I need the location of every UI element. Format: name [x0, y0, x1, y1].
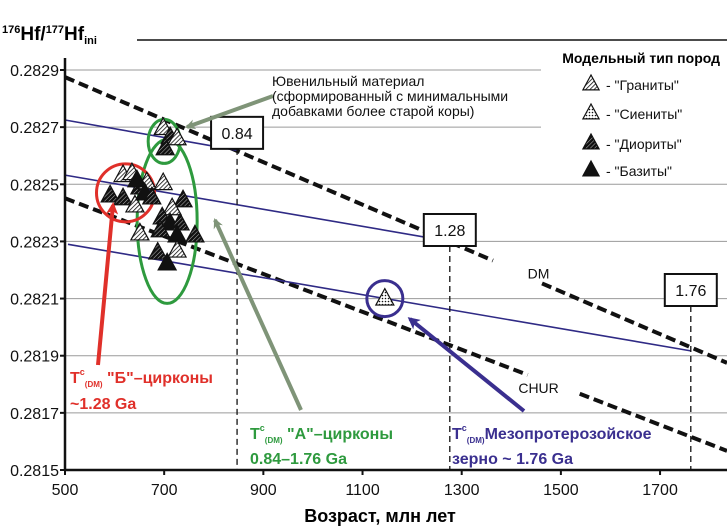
b-zircons-annotation: Tc(DM) "Б"–цирконы ~1.28 Ga	[70, 367, 213, 413]
granite-point	[153, 171, 174, 191]
meso-annotation: Tc(DM)Мезопротерозойское зерно ~ 1.76 Ga	[452, 423, 652, 468]
model-age-label: 1.76	[675, 283, 706, 300]
granite-point	[167, 239, 188, 258]
legend-title: Модельный тип пород	[562, 50, 720, 66]
model-age-box	[422, 213, 477, 247]
x-axis-label: Возраст, млн лет	[304, 506, 456, 526]
dm-line	[64, 75, 494, 263]
y-tick-label: 0.2817	[10, 406, 59, 423]
model-age-label: 1.28	[434, 223, 465, 240]
crustal-evolution-line	[64, 174, 450, 243]
diorite-point	[155, 137, 176, 156]
legend-item-label: - "Граниты"	[606, 77, 679, 93]
y-tick-label: 0.2825	[10, 177, 59, 194]
blue-circle	[365, 279, 405, 319]
diorite-legend-icon	[581, 132, 601, 150]
diorite-point	[141, 186, 162, 205]
svg-text:~1.28 Ga: ~1.28 Ga	[70, 396, 136, 413]
diorite-point	[184, 224, 205, 243]
meso-arrow	[407, 317, 526, 413]
legend-item-label: - "Диориты"	[606, 136, 682, 152]
svg-text:зерно ~ 1.76 Ga: зерно ~ 1.76 Ga	[452, 451, 573, 468]
data-points	[100, 116, 395, 306]
model-age-box	[663, 273, 718, 307]
a-zircons-arrow	[213, 218, 303, 411]
juvenile-arrow	[185, 94, 274, 129]
x-tick-label: 1100	[345, 482, 380, 499]
granite-point	[129, 222, 150, 241]
x-tick-label: 1500	[543, 482, 579, 499]
juvenile-annotation-line-3: добавками более старой коры)	[272, 103, 474, 119]
axis-ticks: 0.2815 0.2817 0.2819 0.2821 0.2823 0.2825 0.28…	[10, 63, 678, 499]
model-age-label: 0.84	[222, 126, 253, 143]
x-tick-label: 900	[250, 482, 277, 499]
svg-text:Tc(DM)Мезопротерозойское: Tc(DM)Мезопротерозойское	[452, 423, 652, 445]
reference-lines: DM CHUR	[64, 75, 727, 453]
diorite-point	[173, 189, 194, 208]
legend-item-label: - "Сиениты"	[606, 106, 682, 122]
b-zircons-arrow	[96, 202, 119, 366]
diorite-point	[147, 241, 168, 260]
syenite-point	[374, 287, 395, 306]
y-tick-label: 0.2827	[10, 120, 59, 137]
x-tick-label: 1700	[642, 482, 678, 499]
granite-legend-icon	[581, 73, 601, 91]
y-tick-label: 0.2819	[10, 349, 59, 366]
model-age-box	[210, 115, 265, 150]
svg-text:Tc(DM) "A"–цирконы: Tc(DM) "A"–цирконы	[250, 423, 393, 445]
y-tick-label: 0.2821	[10, 292, 59, 309]
granite-point	[167, 127, 188, 146]
basalt-point	[157, 252, 178, 271]
granite-point	[162, 197, 183, 216]
basalt-legend-icon	[581, 159, 601, 177]
x-tick-label: 700	[151, 482, 178, 499]
syenite-legend-icon	[581, 102, 601, 120]
dm-line	[541, 281, 727, 365]
dm-label: DM	[528, 266, 550, 282]
y-axis-label: 176Hf/177Hfini	[2, 24, 97, 47]
y-tick-label: 0.2829	[10, 63, 59, 80]
diorite-point	[100, 184, 121, 203]
svg-text:Tc(DM) "Б"–цирконы: Tc(DM) "Б"–цирконы	[70, 367, 213, 389]
model-age-markers: 0.84 1.28 1.76	[210, 115, 718, 470]
juvenile-annotation-line-2: (сформированный с минимальными	[272, 88, 508, 104]
a-zircons-annotation: Tc(DM) "A"–цирконы 0.84–1.76 Ga	[250, 423, 393, 468]
basalt-point	[126, 169, 147, 188]
diorite-point	[113, 187, 134, 206]
svg-text:0.84–1.76 Ga: 0.84–1.76 Ga	[250, 451, 347, 468]
granite-point	[124, 194, 145, 213]
y-tick-label: 0.2815	[10, 463, 59, 480]
x-tick-label: 500	[52, 482, 79, 499]
x-tick-label: 1300	[444, 482, 480, 499]
y-tick-label: 0.2823	[10, 234, 59, 251]
legend-item-label: - "Базиты"	[606, 163, 672, 179]
diorite-point	[150, 219, 171, 238]
chur-label: CHUR	[518, 380, 558, 396]
chur-line	[579, 391, 727, 453]
legend-background	[541, 42, 727, 177]
crustal-evolution-line	[64, 119, 238, 152]
juvenile-annotation-line-1: Ювенильный материал	[272, 73, 424, 89]
legend: Модельный тип пород - "Граниты" - "Сиенит…	[562, 50, 720, 179]
